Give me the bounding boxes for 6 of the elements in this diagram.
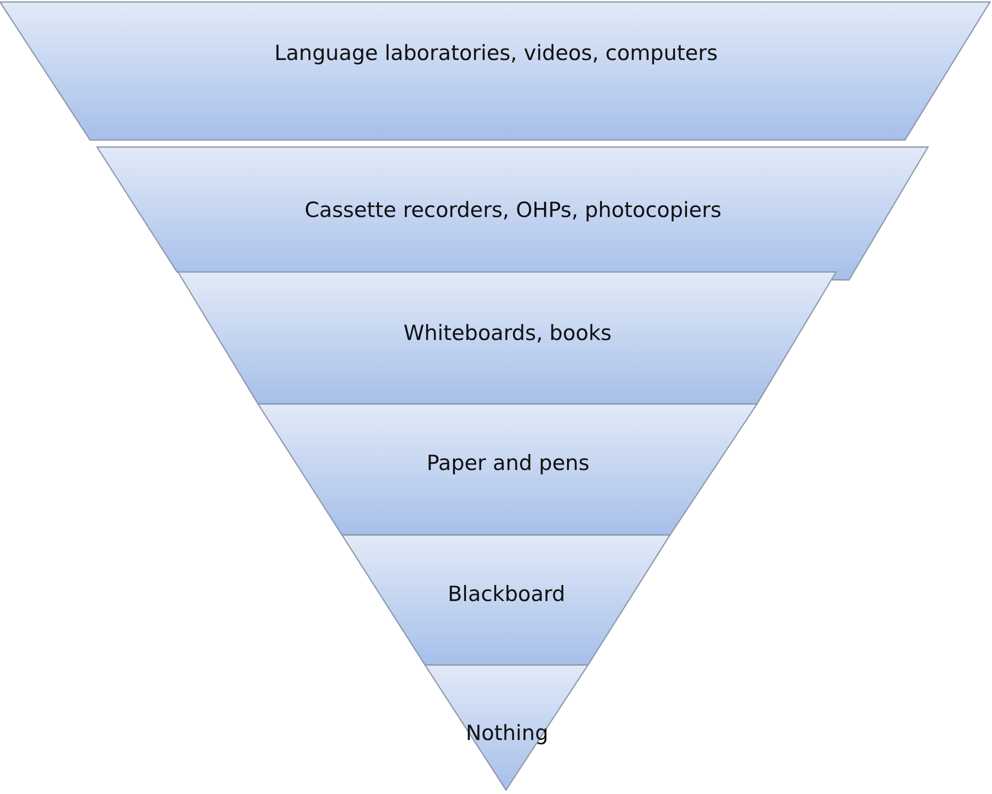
band-label: Language laboratories, videos, computers (273, 40, 719, 67)
band-label: Paper and pens (426, 450, 590, 477)
band-label: Whiteboards, books (402, 320, 613, 347)
band-label: Cassette recorders, OHPs, photocopiers (304, 197, 722, 224)
band-label: Nothing (464, 720, 550, 747)
band-label: Blackboard (446, 581, 566, 608)
